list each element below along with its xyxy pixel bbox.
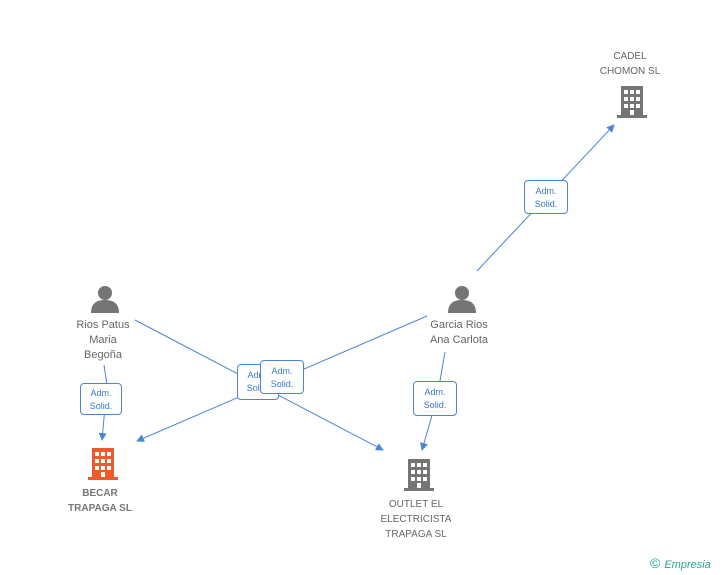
label-line: CADEL [613,51,647,62]
badge-line: Adm. [535,186,557,196]
badge-line: Adm. [424,387,446,397]
badge-line: Adm. [247,370,269,380]
node-label-cadel[interactable]: CADEL CHOMON SL [580,49,680,79]
copyright-icon: © [650,555,661,571]
label-line: Maria [89,334,117,346]
person-icon[interactable] [448,286,476,313]
label-line: ELECTRICISTA [380,514,452,525]
brand-name: Empresia [664,559,711,571]
label-line: TRAPAGA SL [385,529,447,540]
label-line: Begoña [84,349,122,361]
building-icon[interactable] [88,448,118,480]
node-label-garcia[interactable]: Garcia Rios Ana Carlota [409,318,509,348]
badge-line: Solid. [89,401,113,411]
label-line: Garcia Rios [430,319,488,331]
edge-badge[interactable]: Adm. Solid. [260,360,304,394]
label-line: Rios Patus [76,319,130,331]
badge-line: Solid. [270,379,294,389]
edges [98,124,615,451]
badge-line: Solid. [423,400,447,410]
brand-watermark: ©Empresia [650,555,711,571]
label-line: Ana Carlota [429,334,489,346]
label-line: BECAR [82,488,118,499]
building-icon[interactable] [617,86,647,119]
node-label-outlet[interactable]: OUTLET EL ELECTRICISTA TRAPAGA SL [366,497,466,542]
badge-line: Adm. [271,366,293,376]
person-icon[interactable] [91,286,119,313]
edge-badge[interactable]: Adm. Solid. [80,383,122,415]
label-line: TRAPAGA SL [68,503,132,514]
node-label-becar[interactable]: BECAR TRAPAGA SL [50,486,150,516]
badge-line: Adm. [90,388,112,398]
badge-line: Solid. [246,383,270,393]
node-label-rios[interactable]: Rios Patus Maria Begoña [53,318,153,363]
label-line: CHOMON SL [599,66,661,77]
label-line: OUTLET EL [388,499,444,510]
edge-badge[interactable]: Adm. Solid. [524,180,568,214]
badge-line: Solid. [534,199,558,209]
building-icon[interactable] [404,459,434,491]
edge-badge[interactable]: Adm. Solid. [413,381,457,416]
